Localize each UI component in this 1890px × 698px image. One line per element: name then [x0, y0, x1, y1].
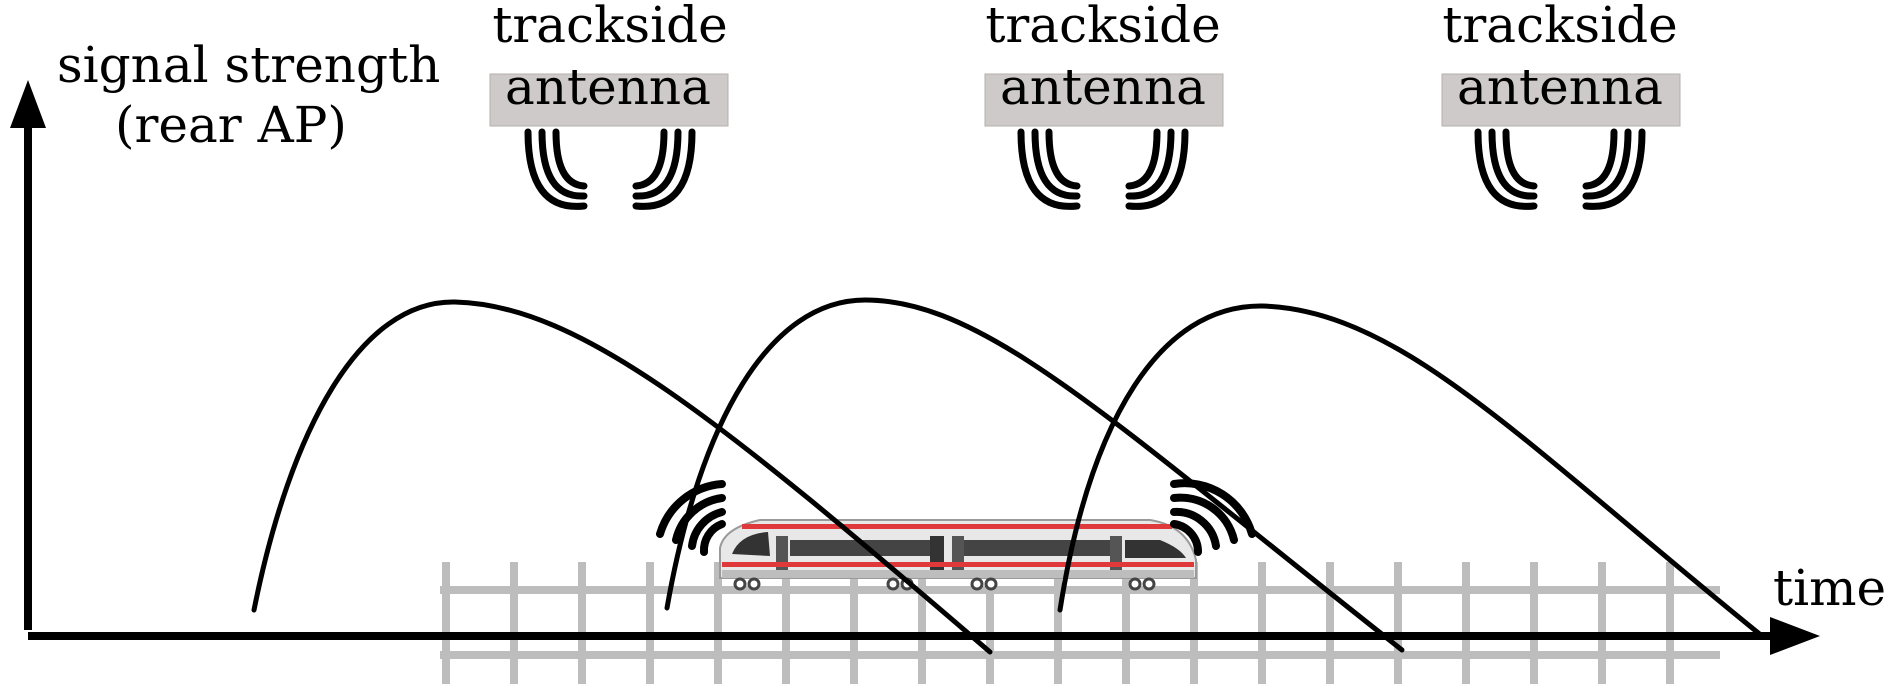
railway-track-icon [440, 562, 1720, 684]
axes [10, 80, 1820, 655]
wave-arc-left [1474, 128, 1538, 210]
trackside-antenna-3: trackside antenna [1441, 0, 1681, 210]
y-axis-label-line2: (rear AP) [115, 96, 347, 154]
antenna-label-line2: antenna [505, 58, 711, 116]
signal-curve-antenna-3 [1057, 303, 1765, 639]
wave-arc-right [1582, 128, 1618, 190]
wave-arc-right [632, 128, 696, 210]
wave-arc-right [1582, 128, 1632, 200]
wave-arc-right [1125, 128, 1175, 200]
wave-arc-icon [1017, 128, 1189, 210]
antenna-box [489, 73, 729, 127]
train-rear-waves-icon [1170, 479, 1256, 556]
wave-arc-left [1488, 128, 1538, 200]
signal-curve-antenna-2 [664, 297, 1405, 653]
signal-curves [251, 297, 1765, 655]
antenna-label-line2: antenna [1000, 58, 1206, 116]
wave-arc-right [632, 128, 682, 200]
antenna-box [984, 73, 1224, 127]
train-front-waves-icon [656, 480, 726, 556]
wave-arc-left [1502, 128, 1538, 190]
wave-arc-left [524, 128, 588, 210]
wave-arc-icon [1474, 128, 1646, 210]
x-axis-label: time [1773, 559, 1886, 617]
wave-arc-left [1045, 128, 1081, 190]
wave-arc-right [632, 128, 668, 190]
wave-arc-left [538, 128, 588, 200]
antenna-label-line2: antenna [1457, 58, 1663, 116]
wave-arc-left [1031, 128, 1081, 200]
antenna-box [1441, 73, 1681, 127]
antenna-label-line1: trackside [1442, 0, 1677, 54]
antenna-label-line1: trackside [492, 0, 727, 54]
y-axis-label-line1: signal strength [57, 36, 440, 94]
signal-curve-antenna-1 [251, 299, 993, 655]
y-axis-arrow [10, 80, 46, 128]
antenna-label-line1: trackside [985, 0, 1220, 54]
trackside-antenna-1: trackside antenna [489, 0, 729, 210]
x-axis-arrow [1770, 617, 1820, 655]
trackside-antenna-2: trackside antenna [984, 0, 1224, 210]
wave-arc-right [1582, 128, 1646, 210]
wave-arc-icon [524, 128, 696, 210]
wave-arc-left [552, 128, 588, 190]
train-icon [719, 519, 1197, 591]
wave-arc-right [1125, 128, 1189, 210]
wave-arc-right [1125, 128, 1161, 190]
wave-arc-left [1017, 128, 1081, 210]
